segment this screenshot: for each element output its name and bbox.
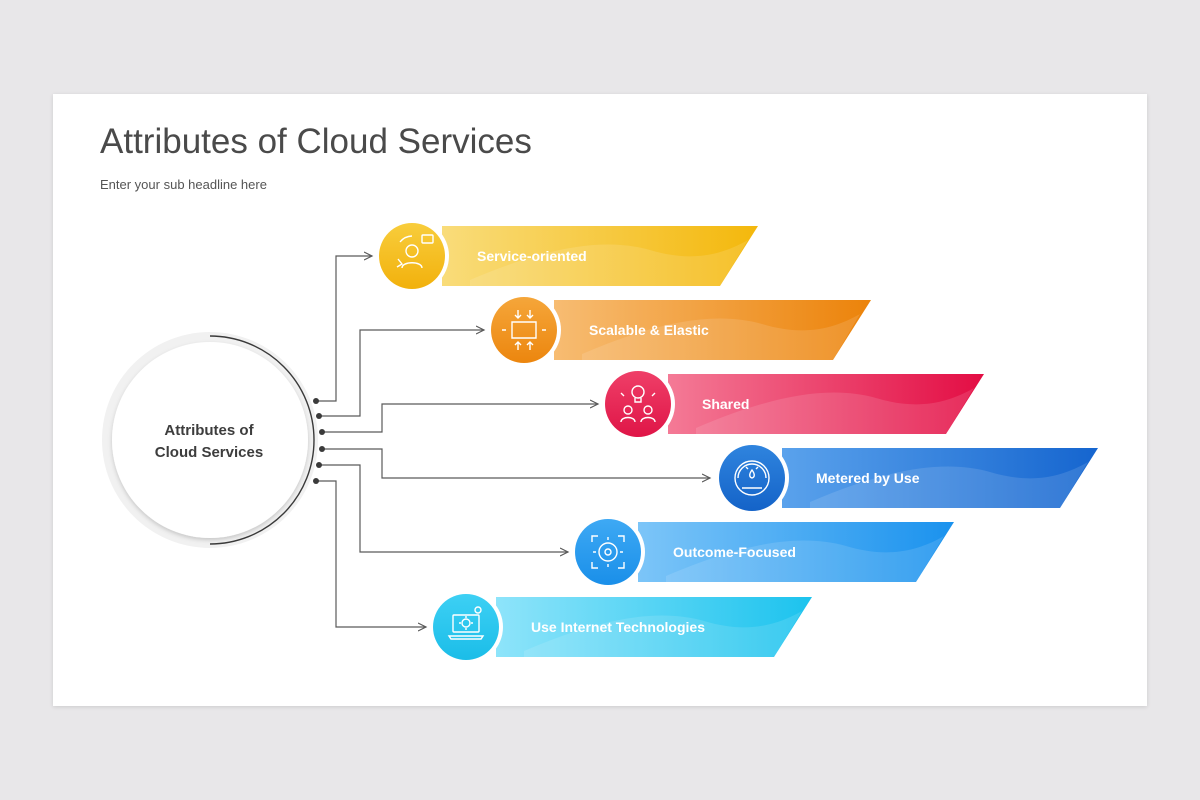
customer-service-icon xyxy=(396,234,434,269)
shared-idea-people-icon xyxy=(620,385,656,423)
item-label-scalable-elastic: Scalable & Elastic xyxy=(589,322,709,338)
item-label-shared: Shared xyxy=(702,396,750,412)
item-metered-by-use xyxy=(715,441,1098,515)
target-gear-icon xyxy=(591,535,625,569)
connector-lines xyxy=(316,256,710,627)
hub-label-line2: Cloud Services xyxy=(154,444,264,461)
page-subtitle: Enter your sub headline here xyxy=(100,177,267,192)
hub-node xyxy=(102,332,318,548)
connector-internet xyxy=(316,480,426,627)
connector-scalable-elastic xyxy=(319,330,484,417)
gauge-meter-icon xyxy=(734,460,770,496)
connector-shared xyxy=(322,404,598,433)
scale-arrows-icon xyxy=(502,310,546,350)
hub-label-line1: Attributes of xyxy=(164,422,254,439)
item-scalable-elastic xyxy=(487,293,871,367)
item-label-service-oriented: Service-oriented xyxy=(477,248,587,264)
connector-outcome xyxy=(319,464,568,552)
item-label-outcome-focused: Outcome-Focused xyxy=(673,544,796,560)
connector-dots xyxy=(313,398,325,484)
connector-service-oriented xyxy=(316,256,372,402)
item-outcome-focused xyxy=(571,515,954,589)
item-label-use-internet-technologies: Use Internet Technologies xyxy=(531,619,705,635)
laptop-gear-icon xyxy=(447,606,485,640)
hub-label: Attributes of Cloud Services xyxy=(140,420,278,464)
item-shared xyxy=(601,367,984,441)
connector-metered xyxy=(322,448,710,478)
page-title: Attributes of Cloud Services xyxy=(100,122,532,161)
item-label-metered-by-use: Metered by Use xyxy=(816,470,920,486)
item-service-oriented xyxy=(375,219,758,293)
item-use-internet-technologies xyxy=(429,590,812,664)
